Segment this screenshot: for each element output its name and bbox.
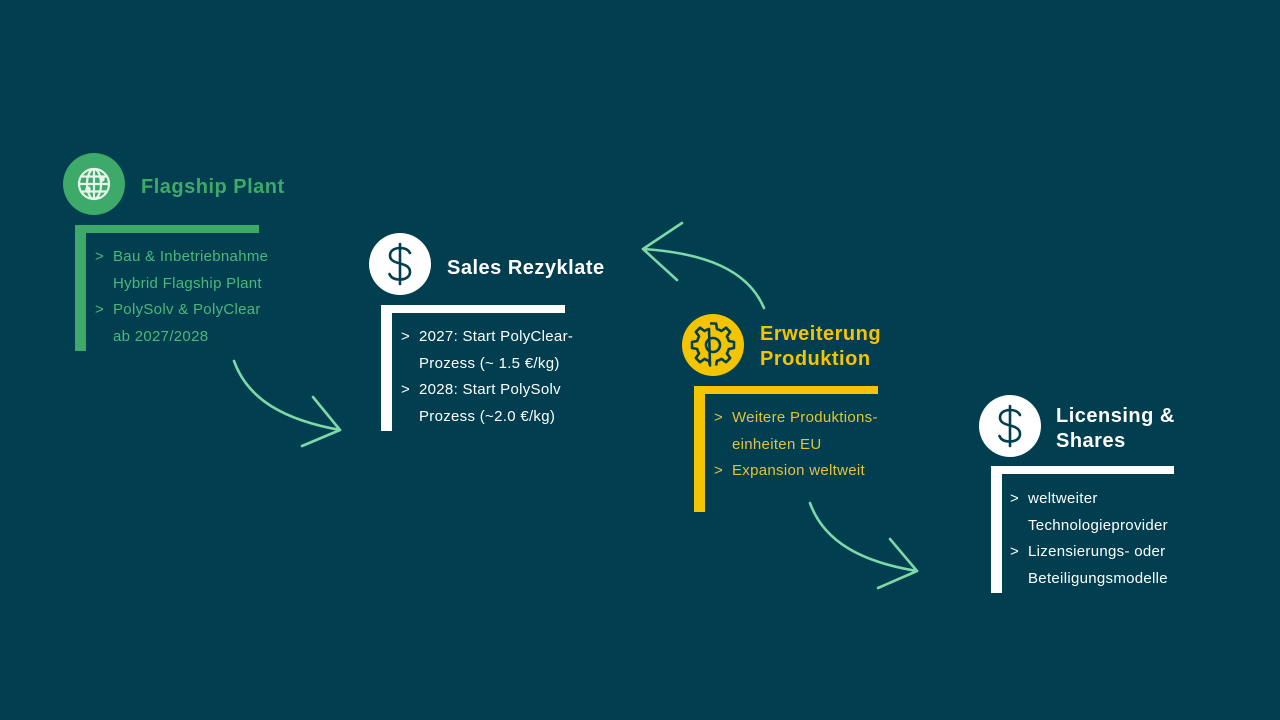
title-line: Erweiterung: [760, 323, 882, 345]
bracket-horizontal-bar: [991, 466, 1174, 474]
title-line: Produktion: [760, 348, 871, 370]
bracket-vertical-bar: [694, 386, 705, 512]
bullet-item: > Bau & Inbetriebnahme Hybrid Flagship P…: [95, 244, 268, 297]
bracket-vertical-bar: [75, 225, 86, 351]
bullet-line: Lizensierungs- oder: [1028, 543, 1166, 560]
bracket: [694, 386, 878, 512]
bullet-line: Prozess (~2.0 €/kg): [419, 407, 556, 425]
bullet-line: Hybrid Flagship Plant: [113, 274, 262, 292]
bullet-line: einheiten EU: [732, 435, 822, 453]
step-title: Erweiterung Produktion: [760, 322, 881, 372]
bracket-vertical-bar: [381, 305, 392, 431]
bullet-line: ab 2027/2028: [113, 327, 209, 345]
bullet-list: > weltweiter Technologieprovider > Lizen…: [1010, 486, 1168, 592]
bullet-item: > PolySolv & PolyClear ab 2027/2028: [95, 297, 268, 350]
step-title: Licensing & Shares: [1056, 404, 1175, 454]
title-line: Flagship Plant: [141, 176, 285, 198]
bullet-line: Beteiligungsmodelle: [1028, 569, 1168, 587]
bracket: [75, 225, 259, 351]
bullet-item: > Expansion weltweit: [714, 458, 878, 485]
bullet-list: > Bau & Inbetriebnahme Hybrid Flagship P…: [95, 244, 268, 350]
bracket-horizontal-bar: [381, 305, 565, 313]
bullet-item: > Lizensierungs- oder Beteiligungsmodell…: [1010, 539, 1168, 592]
bullet-marker: >: [1010, 490, 1020, 507]
bracket-horizontal-bar: [75, 225, 259, 233]
bullet-line: Weitere Produktions-: [732, 409, 878, 426]
bullet-marker: >: [95, 301, 105, 318]
bullet-marker: >: [714, 462, 724, 479]
arrow-left-icon: [641, 221, 766, 310]
dollar-icon: [979, 395, 1041, 457]
bullet-marker: >: [714, 409, 724, 426]
bracket-horizontal-bar: [694, 386, 878, 394]
bullet-item: > 2027: Start PolyClear- Prozess (~ 1.5 …: [401, 324, 573, 377]
bullet-line: weltweiter: [1028, 490, 1098, 507]
title-line: Sales Rezyklate: [447, 257, 605, 279]
bullet-line: 2027: Start PolyClear-: [419, 328, 574, 345]
globe-icon: [63, 153, 125, 215]
bullet-item: > 2028: Start PolySolv Prozess (~2.0 €/k…: [401, 377, 573, 430]
title-line: Shares: [1056, 430, 1126, 452]
bullet-item: > weltweiter Technologieprovider: [1010, 486, 1168, 539]
bullet-item: > Weitere Produktions- einheiten EU: [714, 405, 878, 458]
step-title: Flagship Plant: [141, 175, 285, 200]
bullet-list: > Weitere Produktions- einheiten EU > Ex…: [714, 405, 878, 485]
arrow-right-icon: [232, 359, 342, 448]
title-line: Licensing &: [1056, 405, 1175, 427]
bullet-marker: >: [95, 248, 105, 265]
dollar-icon: [369, 233, 431, 295]
bullet-marker: >: [401, 328, 411, 345]
bullet-line: Expansion weltweit: [732, 462, 865, 479]
bracket: [991, 466, 1174, 593]
bullet-line: PolySolv & PolyClear: [113, 301, 261, 318]
bracket: [381, 305, 565, 431]
bullet-line: Prozess (~ 1.5 €/kg): [419, 354, 560, 372]
bracket-vertical-bar: [991, 466, 1002, 593]
bullet-line: Bau & Inbetriebnahme: [113, 248, 269, 265]
bullet-marker: >: [401, 381, 411, 398]
arrow-right-icon: [808, 501, 919, 590]
bullet-line: 2028: Start PolySolv: [419, 381, 561, 398]
bullet-marker: >: [1010, 543, 1020, 560]
bullet-list: > 2027: Start PolyClear- Prozess (~ 1.5 …: [401, 324, 573, 430]
step-title: Sales Rezyklate: [447, 256, 605, 281]
bullet-line: Technologieprovider: [1028, 516, 1168, 534]
gear-icon: [682, 314, 744, 376]
